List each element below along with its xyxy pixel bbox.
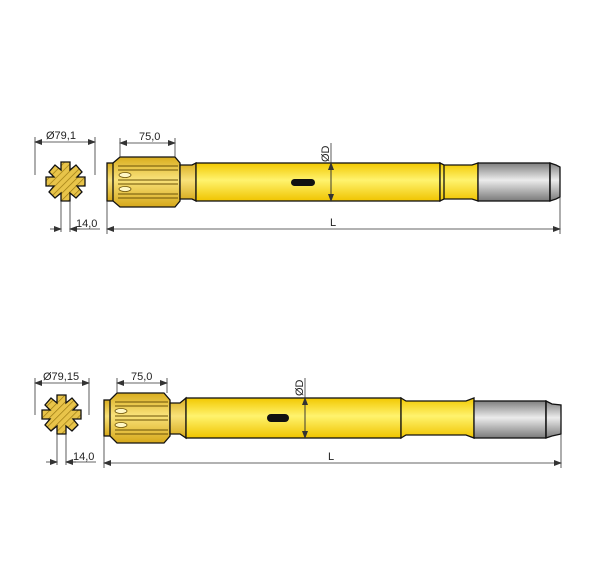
total-length-dimension-top: L: [106, 197, 561, 234]
spline-width-label: 14,0: [73, 451, 94, 463]
spline-length-label: 75,0: [131, 371, 152, 383]
spline-width-dimension-top: 14,0: [50, 201, 100, 232]
diameter-dimension-top: Ø79,1: [34, 130, 96, 175]
shaft-diameter-label: ØD: [294, 379, 306, 396]
shaft-diameter-dimension-bottom: ØD: [294, 378, 308, 439]
spline-cross-section-top: [45, 161, 86, 202]
shank-side-view-bottom: [103, 392, 562, 444]
diameter-dimension-bottom: Ø79,15: [34, 371, 90, 415]
shaft-diameter-label: ØD: [320, 145, 332, 162]
total-length-dimension-bottom: L: [103, 434, 562, 468]
total-length-label: L: [328, 451, 334, 463]
flush-hole: [291, 179, 315, 186]
shank-side-view-top: [106, 156, 561, 208]
spline-length-dimension-top: 75,0: [119, 131, 176, 157]
spline-length-dimension-bottom: 75,0: [116, 371, 168, 393]
flush-hole: [267, 414, 289, 422]
total-length-label: L: [330, 217, 336, 229]
spline-width-label: 14,0: [76, 218, 97, 230]
diameter-label: Ø79,15: [43, 371, 79, 383]
diameter-label: Ø79,1: [46, 130, 76, 142]
shank-adapter-drawing-top: Ø79,1 14,0: [34, 130, 561, 234]
spline-grooves: [118, 165, 178, 199]
spline-length-label: 75,0: [139, 131, 160, 143]
spline-cross-section-bottom: [41, 394, 82, 435]
shank-adapter-drawing-bottom: Ø79,15 14,0: [34, 371, 562, 468]
shaft-diameter-dimension-top: ØD: [320, 143, 334, 202]
spline-width-dimension-bottom: 14,0: [46, 434, 96, 465]
spline-grooves: [115, 401, 168, 435]
